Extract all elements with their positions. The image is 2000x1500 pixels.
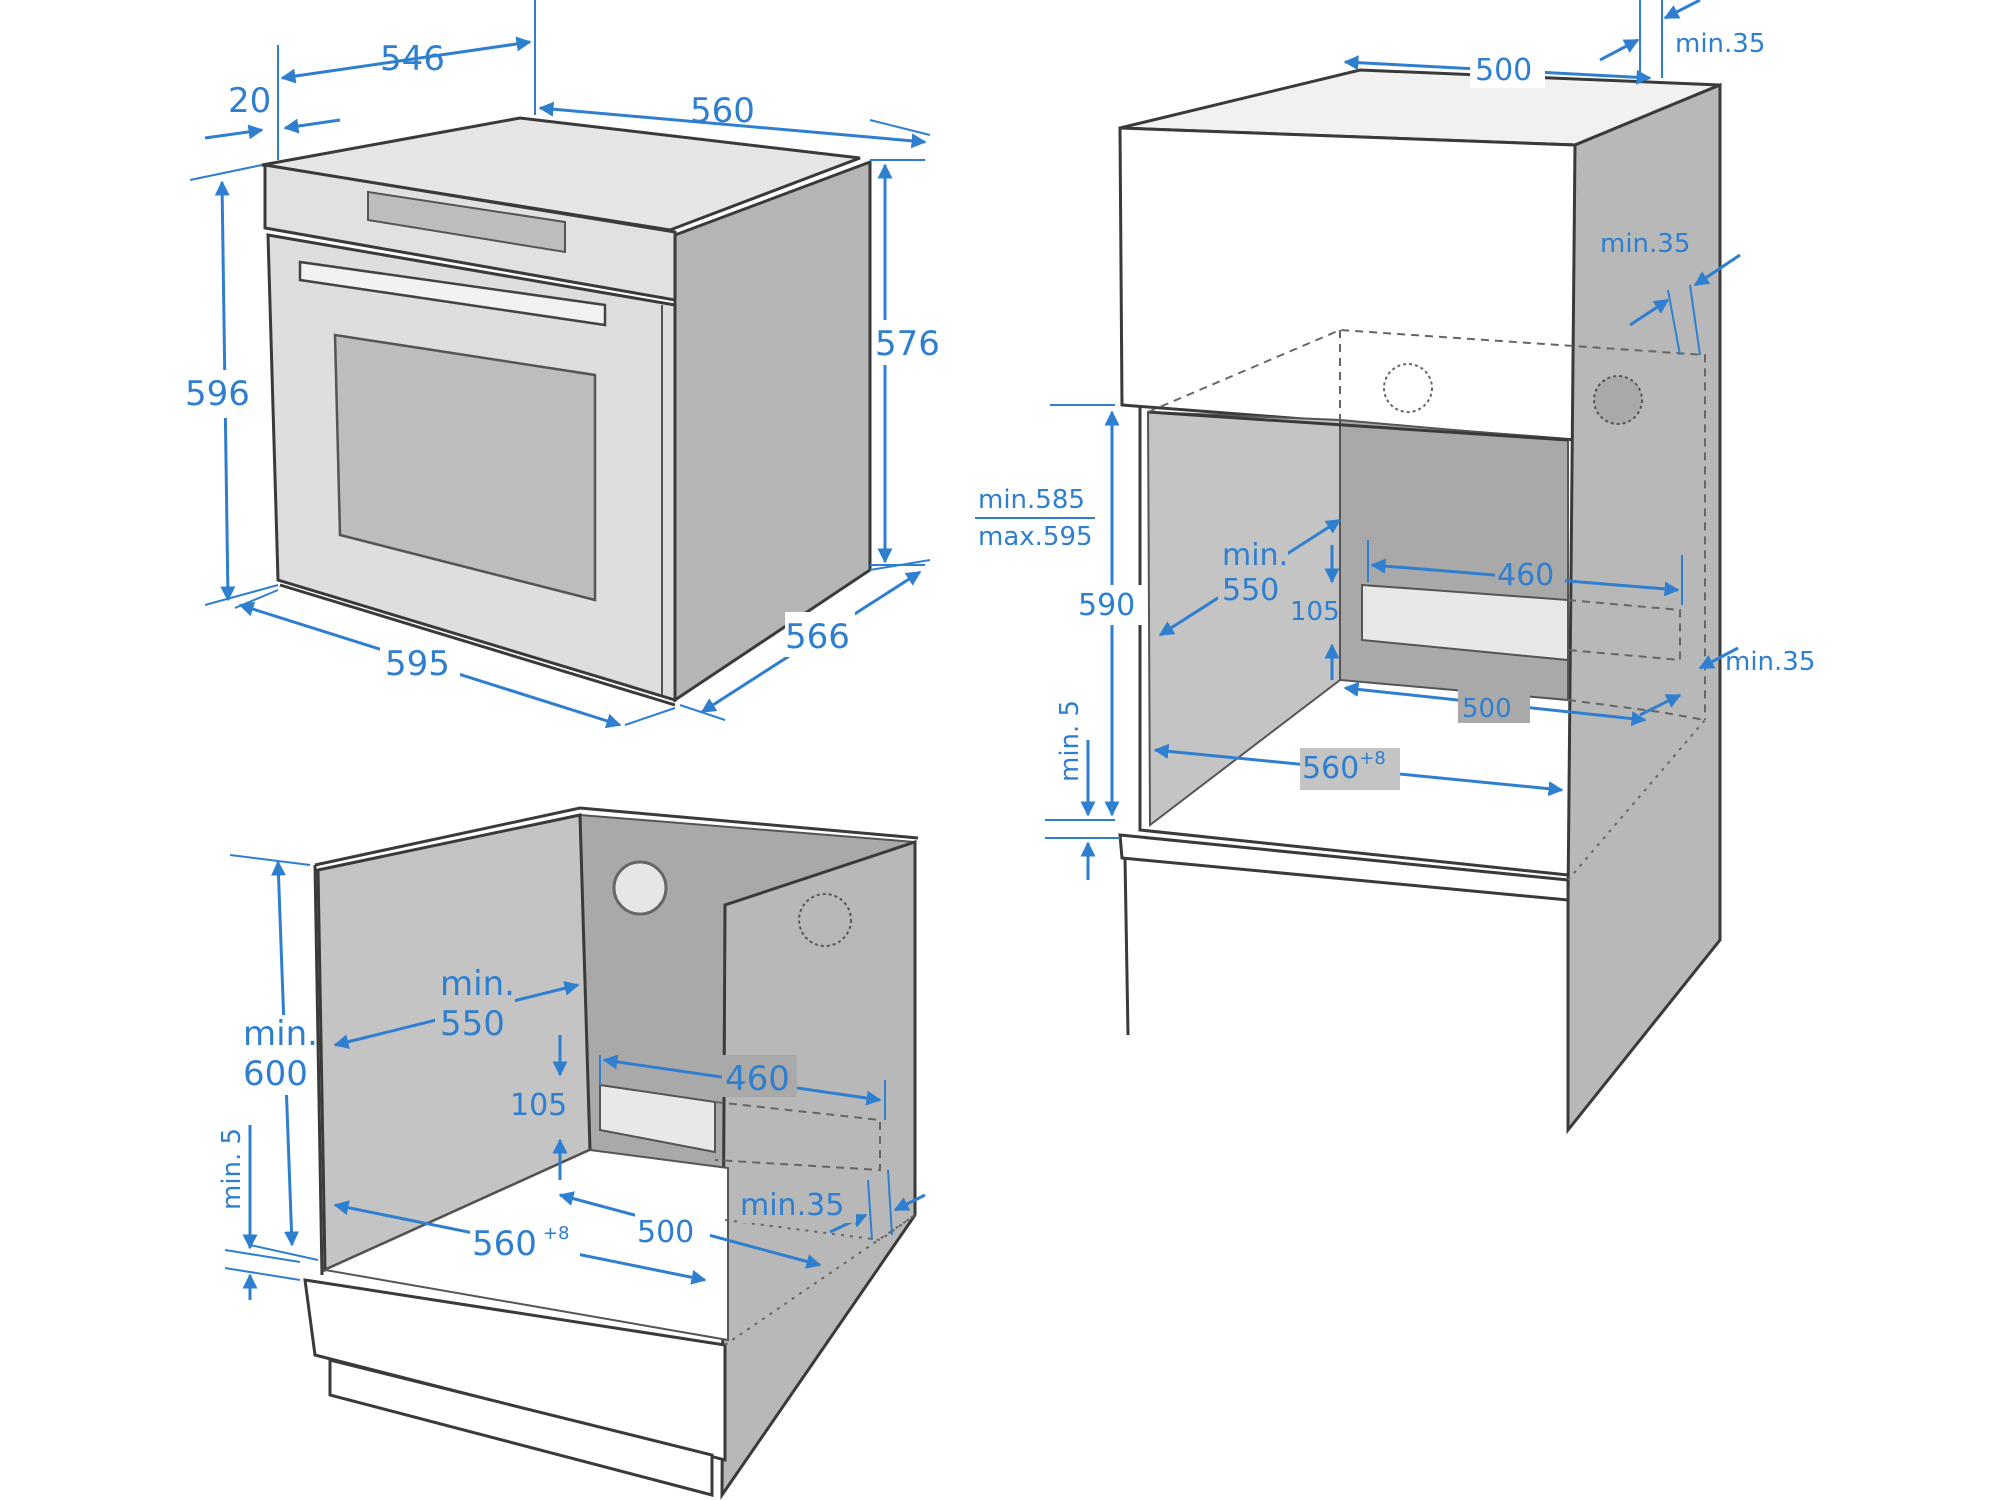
column-niche-width-label: 560+8 xyxy=(1302,748,1386,786)
column-base-gap-label: min. 5 xyxy=(1055,700,1085,782)
undercounter-rear-gap-label: min.35 xyxy=(740,1188,844,1223)
column-vent-hole-side xyxy=(1593,375,1643,425)
oven-body-depth-label: 566 xyxy=(785,617,850,657)
column-rear-gap-lower-label: min.35 xyxy=(1725,647,1815,677)
column-install-drawing: 500 min.35 min.35 min.585 max.595 590 mi… xyxy=(975,0,1815,1135)
undercounter-depth-min-line1: min. xyxy=(440,964,515,1004)
undercounter-depth-min-line2: 550 xyxy=(440,1004,505,1044)
column-vent-width-label: 460 xyxy=(1497,558,1554,593)
column-depth-min-line1: min. xyxy=(1222,538,1288,573)
undercounter-vent-width-label: 460 xyxy=(725,1059,790,1099)
undercounter-floor-depth-label: 500 xyxy=(637,1215,694,1250)
column-niche-height-min-label: min.585 xyxy=(978,485,1085,515)
undercounter-plinth xyxy=(303,1278,727,1462)
oven-front-width-label: 595 xyxy=(385,644,450,684)
oven-front-offset-label: 20 xyxy=(228,81,271,121)
undercounter-vent-hole-back xyxy=(612,860,668,916)
column-top-gap-label: min.35 xyxy=(1675,29,1765,59)
undercounter-plinth-lower xyxy=(328,1358,714,1497)
undercounter-vent-hole-side xyxy=(798,893,852,947)
undercounter-base-gap-label: min. 5 xyxy=(217,1128,247,1210)
column-rear-gap-upper-label: min.35 xyxy=(1600,229,1690,259)
oven-handle xyxy=(298,260,607,327)
upper-cabinet-front xyxy=(1118,126,1577,442)
oven-top-depth-label: 546 xyxy=(380,39,445,79)
oven-top-width-label: 560 xyxy=(690,91,755,131)
oven-drawing: 546 20 560 596 576 595 566 xyxy=(180,0,945,729)
oven-body-height-label: 576 xyxy=(875,324,940,364)
column-vent-height-label: 105 xyxy=(1290,597,1340,627)
column-floor-depth-label: 500 xyxy=(1462,694,1512,724)
oven-height-label: 596 xyxy=(185,374,250,414)
undercounter-height-min-line2: 600 xyxy=(243,1054,308,1094)
column-niche-height-label: 590 xyxy=(1078,588,1135,623)
column-top-vent-depth-label: 500 xyxy=(1475,53,1532,88)
column-depth-min-line2: 550 xyxy=(1222,573,1279,608)
undercounter-install-drawing: min. 600 min. 550 460 105 min.35 500 560… xyxy=(217,806,926,1500)
oven-window xyxy=(333,333,597,602)
column-niche-height-max-label: max.595 xyxy=(978,522,1093,552)
undercounter-niche-width-label: 560+8 xyxy=(472,1223,569,1264)
oven-display xyxy=(367,190,566,254)
undercounter-vent-height-label: 105 xyxy=(510,1088,567,1123)
undercounter-height-min-line1: min. xyxy=(243,1014,318,1054)
column-vent-hole-top xyxy=(1383,363,1433,413)
